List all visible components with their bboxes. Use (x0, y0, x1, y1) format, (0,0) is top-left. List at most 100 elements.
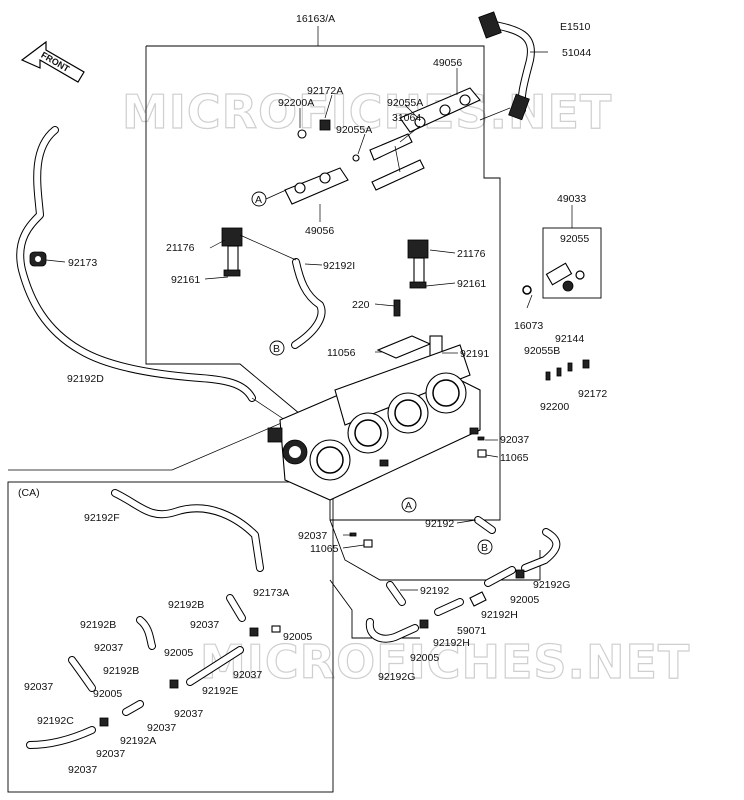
clamp-92005-ca1 (249, 627, 259, 637)
label-92192b-1: 92192B (168, 599, 204, 611)
label-92192b-3: 92192B (103, 665, 139, 677)
hose-92192h-a (484, 566, 516, 587)
bolt-92172a (319, 119, 331, 131)
clip-92173a (271, 625, 281, 633)
cap-11065-b (363, 539, 373, 548)
hose-92192c (26, 726, 96, 749)
clamp-92005-a (515, 569, 525, 579)
label-92005-b: 92005 (410, 652, 439, 664)
pipe-31064 (369, 133, 425, 191)
label-11065-b: 11065 (310, 543, 339, 555)
label-92005-e: 92005 (93, 688, 122, 700)
clamp-92005-b (419, 619, 429, 629)
fuel-rail-upper (399, 87, 511, 133)
label-92192e: 92192E (202, 685, 238, 697)
injector-left (221, 227, 243, 277)
label-92192f: 92192F (84, 512, 120, 524)
label-92192h-2: 92192H (433, 637, 470, 649)
bolt-92172 (582, 359, 590, 369)
leader-lines (45, 51, 548, 591)
bolt-220 (393, 299, 401, 317)
label-92192-a2: 92192 (420, 585, 449, 597)
label-92172: 92172 (578, 388, 607, 400)
clip-92037-a (477, 436, 485, 441)
label-92037-f: 92037 (24, 681, 53, 693)
hose-92192a-ca (122, 700, 144, 716)
label-92037-h: 92037 (147, 722, 176, 734)
label-49033: 49033 (557, 193, 586, 205)
label-92037-e: 92037 (233, 669, 262, 681)
watermark-bottom: MICROFICHES.NET (200, 635, 690, 689)
clamp-92005-ca3 (99, 717, 109, 727)
hose-92192h-b (434, 598, 464, 616)
tee-59071 (469, 591, 487, 607)
callout-b-left: B (269, 340, 285, 356)
label-92005-a: 92005 (510, 594, 539, 606)
label-92037-g: 92037 (174, 708, 203, 720)
callout-a-top: A (251, 189, 287, 207)
label-92144: 92144 (555, 333, 584, 345)
hose-92192d (16, 126, 256, 402)
oring-92200a (297, 129, 307, 139)
watermark-top: MICROFICHES.NET (122, 85, 612, 139)
label-11065-a: 11065 (500, 452, 529, 464)
front-arrow-icon: FRONT (20, 40, 85, 83)
label-92037-j: 92037 (68, 764, 97, 776)
cap-11065-a (477, 449, 487, 458)
callout-b-right: B (477, 539, 493, 555)
label-92200a: 92200A (278, 97, 314, 109)
plug-92144 (567, 362, 573, 372)
label-92192h-1: 92192H (481, 609, 518, 621)
label-92037-i: 92037 (96, 748, 125, 760)
plug-92200 (556, 367, 562, 377)
label-92055a-1: 92055A (387, 97, 423, 109)
svg-text:B: B (481, 542, 488, 554)
label-92192a-3: 92192A (120, 735, 156, 747)
ca-variant-label: (CA) (18, 487, 40, 499)
label-92192-a1: 92192 (425, 518, 454, 530)
label-92191: 92191 (460, 348, 489, 360)
clip-92037-b (349, 532, 357, 537)
label-31064: 31064 (392, 112, 421, 124)
hose-92192-a (474, 516, 496, 534)
label-16163a: 16163/A (296, 13, 335, 25)
label-92037-b: 92037 (298, 530, 327, 542)
fuel-rail-lower (284, 167, 349, 222)
label-49056-a: 49056 (433, 57, 462, 69)
hose-92192-b (386, 581, 406, 606)
clip-92173 (29, 251, 47, 267)
label-92005-c: 92005 (283, 631, 312, 643)
oring-92055a (352, 154, 360, 162)
label-11056: 11056 (327, 347, 356, 359)
label-92005-d: 92005 (164, 647, 193, 659)
callout-a-mid: A (401, 497, 417, 513)
label-92055: 92055 (560, 233, 589, 245)
svg-text:A: A (255, 194, 262, 206)
label-92037-a: 92037 (500, 434, 529, 446)
label-92192g-1: 92192G (533, 579, 570, 591)
label-92055b: 92055B (524, 345, 560, 357)
label-220: 220 (352, 299, 370, 311)
hose-92192b-mid (68, 656, 96, 692)
gasket-16073 (522, 285, 532, 295)
part-labels: E1510 16163/A 51044 49056 92172A 92200A … (18, 13, 607, 776)
svg-text:A: A (405, 500, 412, 512)
label-92055a-2: 92055A (336, 124, 372, 136)
plug-92055b (545, 371, 551, 381)
ca-variant-box (7, 481, 334, 793)
label-92037-c: 92037 (190, 619, 219, 631)
label-92161-a: 92161 (171, 274, 200, 286)
bracket-11056 (376, 335, 432, 359)
hose-92192g-left (365, 618, 419, 643)
sensor-49033 (545, 262, 585, 292)
label-92161-b: 92161 (457, 278, 486, 290)
label-92173a: 92173A (253, 587, 289, 599)
label-92192c: 92192C (37, 715, 74, 727)
label-92200: 92200 (540, 401, 569, 413)
label-92037-d: 92037 (94, 642, 123, 654)
lower-outline (329, 519, 541, 581)
label-92192g-2: 92192G (378, 671, 415, 683)
label-92192b-2: 92192B (80, 619, 116, 631)
hose-92192f (111, 489, 264, 572)
